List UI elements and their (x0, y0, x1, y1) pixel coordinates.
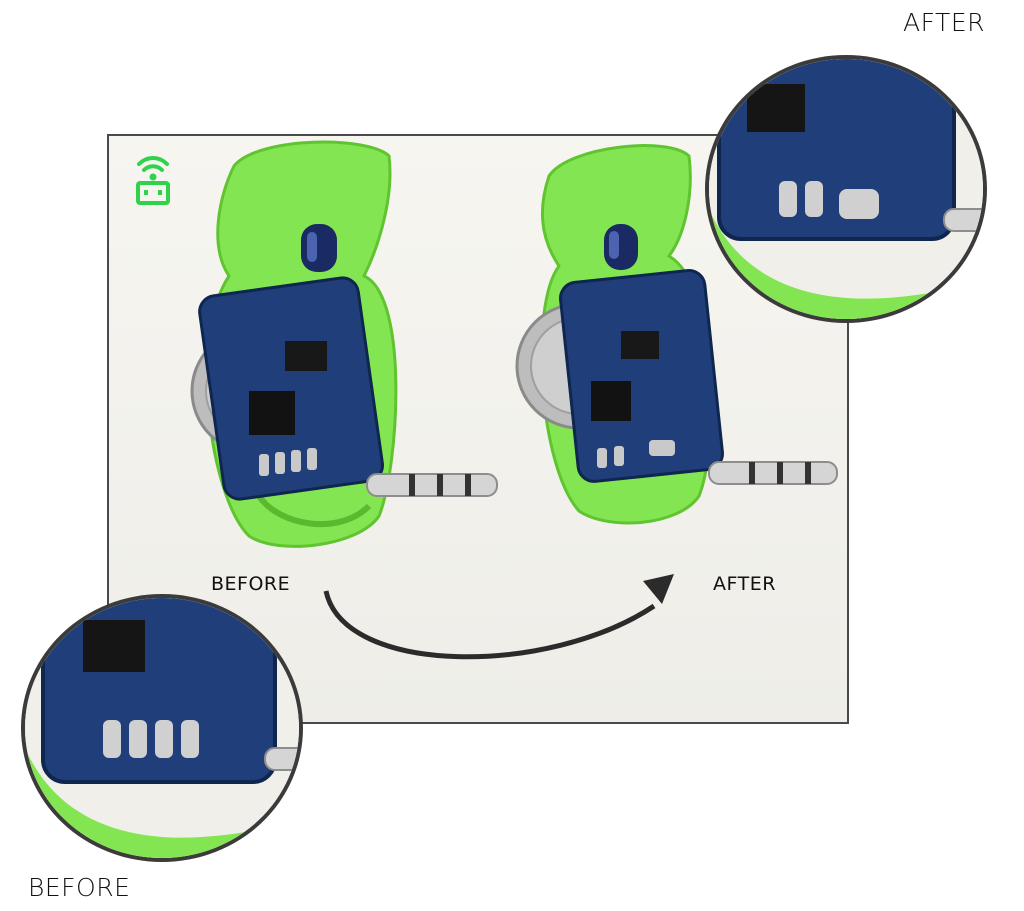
after-zoom-view (705, 55, 987, 323)
before-zoom-view (21, 594, 303, 862)
before-mid-label: BEFORE (211, 573, 291, 595)
before-zoom-illustration (25, 598, 299, 858)
arrow-head-icon (643, 574, 674, 604)
left-device (190, 140, 498, 548)
after-top-label: AFTER (903, 8, 985, 37)
photo-illustration (190, 140, 838, 660)
before-bottom-label: BEFORE (28, 873, 131, 902)
right-device (515, 144, 838, 525)
after-zoom-illustration (709, 59, 983, 319)
transition-arrow (323, 590, 656, 660)
after-mid-label: AFTER (713, 573, 776, 595)
robot-wifi-icon (136, 156, 170, 205)
